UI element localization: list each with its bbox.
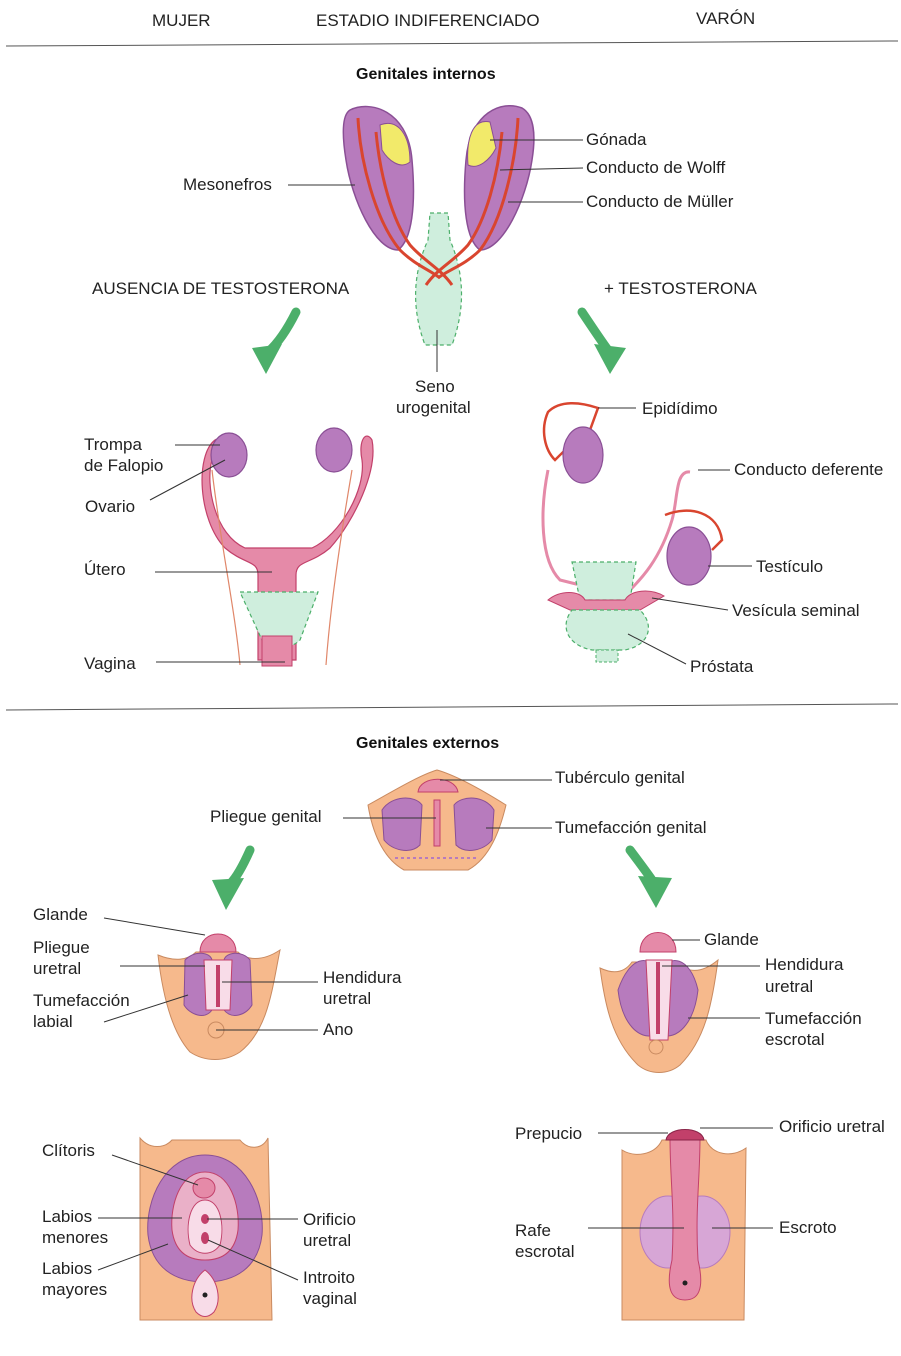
label-introitus-2: vaginal [303,1289,357,1308]
prostate [566,610,648,650]
label-m-cleft-1: Hendidura [765,955,844,974]
arrow-external-male [630,850,672,908]
penis-shaft [669,1138,701,1300]
label-urethral-f-2: uretral [303,1231,351,1250]
label-prepuce: Prepucio [515,1124,582,1143]
left-ovary [211,433,247,477]
arrow-external-female [212,850,250,910]
urogenital-sinus [416,213,462,345]
label-path-male: + TESTOSTERONA [604,279,758,298]
label-f-anus: Ano [323,1020,353,1039]
label-f-cleft-1: Hendidura [323,968,402,987]
genital-fold [434,800,440,846]
label-majora-2: mayores [42,1280,107,1299]
prepuce-glans [666,1130,704,1141]
label-f-cleft-2: uretral [323,989,371,1008]
header-male: VARÓN [696,9,755,28]
label-sinus-2: urogenital [396,398,471,417]
label-scrotum: Escroto [779,1218,837,1237]
arrow-internal-female [252,312,296,374]
label-raphe-2: escrotal [515,1242,575,1261]
right-ovary [316,428,352,472]
female-vestigial-left [212,470,240,665]
label-vagina: Vagina [84,654,136,673]
label-clitoris: Clítoris [42,1141,95,1160]
label-f-fold-2: uretral [33,959,81,978]
label-urethral-m: Orificio uretral [779,1117,885,1136]
male-urethra-remnant [596,650,618,662]
label-uterus: Útero [84,560,126,579]
label-muller-duct: Conducto de Müller [586,192,734,211]
label-ovary: Ovario [85,497,135,516]
label-prostate: Próstata [690,657,754,676]
female-internal-figure [202,428,373,666]
label-f-glans: Glande [33,905,88,924]
male-sinus-upper [572,562,636,600]
leader-seminal [652,598,728,610]
female-mid-glans [200,934,236,952]
label-majora-1: Labios [42,1259,92,1278]
right-genital-swelling [454,798,494,850]
label-raphe-1: Rafe [515,1221,551,1240]
label-m-cleft-2: uretral [765,977,813,996]
label-m-glans: Glande [704,930,759,949]
left-genital-swelling [382,798,422,850]
male-internal-figure [543,403,722,662]
label-m-swelling-1: Tumefacción [765,1009,862,1028]
label-m-swelling-2: escrotal [765,1030,825,1049]
label-seminal: Vesícula seminal [732,601,860,620]
internal-title: Genitales internos [356,66,496,83]
label-f-swelling-1: Tumefacción [33,991,130,1010]
male-mid-glans [640,933,676,953]
arrow-internal-male [582,312,626,374]
left-mesonephros [343,107,413,250]
label-genital-swelling: Tumefacción genital [555,818,707,837]
female-intermediate-figure [158,934,280,1060]
male-intermediate-figure [600,933,718,1073]
label-genital-fold: Pliegue genital [210,807,322,826]
label-urethral-f-1: Orificio [303,1210,356,1229]
indifferent-external-figure [368,770,506,870]
label-wolff-duct: Conducto de Wolff [586,158,726,177]
vaginal-introitus [201,1232,209,1244]
label-minora-1: Labios [42,1207,92,1226]
header-rule [6,41,898,46]
label-introitus-1: Introito [303,1268,355,1287]
header-female: MUJER [152,11,211,30]
label-mesonephros: Mesonefros [183,175,272,194]
leader-prostate [628,634,686,664]
label-gonad: Gónada [586,130,647,149]
header-indifferent: ESTADIO INDIFERENCIADO [316,11,540,30]
label-tube-1: Trompa [84,435,142,454]
label-testis: Testículo [756,557,823,576]
right-testis [667,527,711,585]
label-f-fold-1: Pliegue [33,938,90,957]
label-tube-2: de Falopio [84,456,163,475]
clitoris [193,1178,215,1198]
female-final-figure [140,1138,272,1320]
label-minora-2: menores [42,1228,108,1247]
left-testis [563,427,603,483]
label-tubercle: Tubérculo genital [555,768,685,787]
female-vestigial-right [326,470,352,665]
label-epididymis: Epidídimo [642,399,718,418]
label-vas: Conducto deferente [734,460,883,479]
label-sinus-1: Seno [415,377,455,396]
label-path-female: AUSENCIA DE TESTOSTERONA [92,279,350,298]
leader-f-glans [104,918,205,935]
label-f-swelling-2: labial [33,1012,73,1031]
section-rule [6,704,898,710]
external-title: Genitales externos [356,735,499,752]
indifferent-internal-figure [343,106,533,345]
male-final-figure [622,1130,746,1321]
